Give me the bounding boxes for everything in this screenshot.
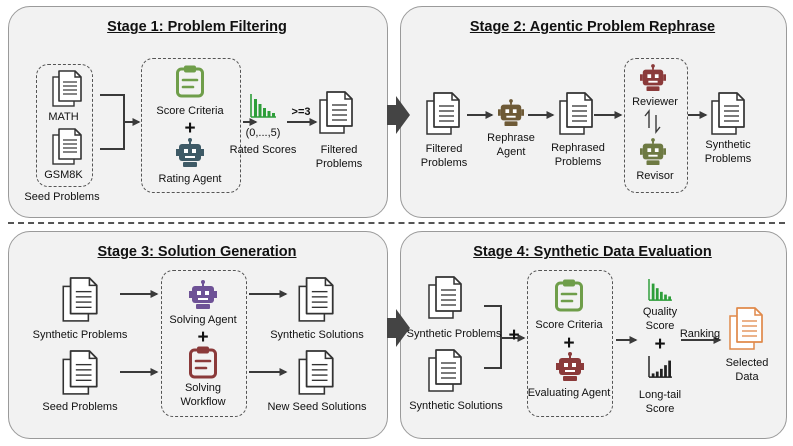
plus-sign: +	[654, 334, 666, 355]
revisor-robot-icon	[640, 138, 666, 165]
solving-workflow-clipboard-icon	[189, 346, 217, 379]
stage-divider	[8, 222, 785, 224]
synthetic-solutions-document-icon	[428, 349, 462, 392]
synthetic-problems-document-icon	[428, 276, 462, 319]
synthetic-problems-label: Synthetic Problems	[32, 329, 128, 341]
filtered-problems-label: Filtered Problems	[420, 143, 468, 169]
rating-agent-robot-icon	[176, 138, 204, 167]
stage1-title: Stage 1: Problem Filtering	[107, 19, 287, 35]
solving-agent-robot-icon	[189, 280, 217, 309]
synthetic-solutions-label: Synthetic Solutions	[409, 400, 503, 412]
stage3-panel	[8, 231, 388, 439]
rated-scores-chart-icon	[250, 94, 276, 118]
review-loop-box	[624, 58, 688, 193]
plus-sign: +	[197, 327, 209, 348]
rating-box	[141, 58, 241, 193]
filtered-problems-label: Filtered Problems	[315, 144, 363, 170]
seed-problems-box	[36, 64, 93, 187]
score-criteria-clipboard-icon	[555, 279, 583, 312]
quality-score-chart-icon	[648, 279, 672, 301]
stage4-title: Stage 4: Synthetic Data Evaluation	[473, 244, 712, 260]
plus-sign: +	[508, 325, 520, 346]
math-label: MATH	[48, 111, 79, 123]
solving-box	[161, 270, 247, 417]
synthetic-solutions-document-icon	[298, 277, 334, 322]
synthetic-solutions-label: Synthetic Solutions	[270, 329, 364, 341]
solving-workflow-label: Solving Workflow	[180, 382, 226, 408]
selected-data-document-icon	[729, 307, 763, 350]
reviewer-label: Reviewer	[632, 96, 678, 108]
filtered-problems-document-icon	[426, 92, 460, 135]
new-seed-solutions-label: New Seed Solutions	[267, 401, 367, 413]
score-criteria-label: Score Criteria	[535, 319, 603, 331]
plus-sign: +	[184, 118, 196, 139]
stage3-title: Stage 3: Solution Generation	[97, 244, 297, 260]
evaluating-agent-label: Evaluating Agent	[527, 387, 611, 399]
plus-sign: +	[563, 333, 575, 354]
seed-problems-label: Seed Problems	[24, 191, 100, 203]
seed-problems-document-icon	[62, 350, 98, 395]
revisor-label: Revisor	[636, 170, 674, 182]
rated-scores-label: Rated Scores	[229, 144, 297, 156]
rephrase-agent-label: Rephrase Agent	[487, 132, 535, 158]
gsm8k-label: GSM8K	[44, 169, 83, 181]
gsm8k-document-icon	[52, 128, 82, 165]
math-document-icon	[52, 70, 82, 107]
reviewer-robot-icon	[640, 64, 666, 91]
stage4-panel	[400, 231, 787, 439]
seed-problems-label: Seed Problems	[42, 401, 118, 413]
stage2-title: Stage 2: Agentic Problem Rephrase	[469, 19, 716, 35]
rephrase-agent-robot-icon	[498, 99, 524, 126]
score-range-label: (0,...,5)	[245, 127, 281, 139]
score-criteria-label: Score Criteria	[156, 105, 224, 117]
synthetic-problems-document-icon	[62, 277, 98, 322]
score-criteria-clipboard-icon	[176, 65, 204, 98]
synthetic-problems-label: Synthetic Problems	[406, 328, 502, 340]
synthetic-problems-document-icon	[711, 92, 745, 135]
selected-data-label: Selected Data	[725, 357, 769, 383]
filtered-problems-document-icon	[319, 91, 353, 134]
solving-agent-label: Solving Agent	[169, 314, 237, 326]
ranking-label: Ranking	[679, 328, 721, 340]
long-tail-score-chart-icon	[648, 356, 672, 378]
evaluating-agent-robot-icon	[556, 352, 584, 381]
rephrased-problems-label: Rephrased Problems	[551, 142, 605, 168]
rephrased-problems-document-icon	[559, 92, 593, 135]
long-tail-score-label: Long-tail Score	[638, 389, 682, 415]
synthetic-problems-label: Synthetic Problems	[704, 139, 752, 165]
rating-agent-label: Rating Agent	[158, 173, 222, 185]
threshold-label: >=3	[291, 106, 311, 118]
evaluating-box	[527, 270, 613, 417]
quality-score-label: Quality Score	[642, 306, 678, 332]
new-seed-solutions-document-icon	[298, 350, 334, 395]
